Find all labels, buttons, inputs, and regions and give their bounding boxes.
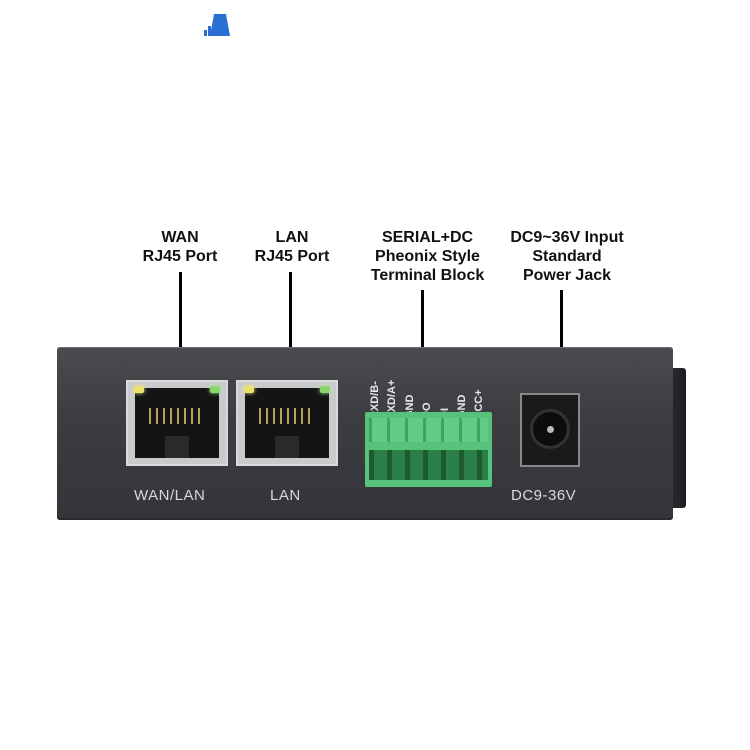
wan-port-pins bbox=[149, 408, 205, 424]
lan-panel-label: LAN bbox=[270, 487, 301, 504]
serial-callout-line2: Pheonix Style bbox=[375, 248, 480, 265]
lan-led-green-icon bbox=[320, 386, 330, 393]
lan-port-tab bbox=[275, 436, 299, 458]
dc-jack-ring bbox=[530, 409, 570, 449]
wan-port-socket bbox=[135, 388, 219, 458]
wan-led-green-icon bbox=[210, 386, 220, 393]
power-callout-line1: DC9~36V Input bbox=[510, 229, 624, 246]
dc-power-jack bbox=[520, 393, 580, 467]
serial-callout-line1: SERIAL+DC bbox=[381, 229, 474, 246]
wan-led-yellow-icon bbox=[134, 386, 144, 393]
lan-rj45-port bbox=[236, 380, 338, 466]
power-callout-line2: Standard bbox=[532, 248, 602, 265]
lan-leader-line bbox=[289, 272, 292, 382]
dc-jack-pin bbox=[547, 426, 554, 433]
dc-panel-label: DC9-36V bbox=[511, 487, 577, 504]
terminal-wire-slots bbox=[369, 450, 488, 480]
wan-callout-line1: WAN bbox=[161, 229, 199, 246]
terminal-screws bbox=[369, 418, 488, 442]
lan-callout: LAN RJ45 Port bbox=[240, 228, 344, 266]
lan-callout-line2: RJ45 Port bbox=[254, 248, 330, 265]
wan-leader-line bbox=[179, 272, 182, 382]
wan-callout-line2: RJ45 Port bbox=[142, 248, 218, 265]
wan-rj45-port bbox=[126, 380, 228, 466]
lan-callout-line1: LAN bbox=[275, 229, 309, 246]
wan-lan-panel-label: WAN/LAN bbox=[134, 487, 206, 504]
serial-callout-line3: Terminal Block bbox=[370, 267, 485, 284]
lan-port-pins bbox=[259, 408, 315, 424]
wan-callout: WAN RJ45 Port bbox=[128, 228, 232, 266]
power-callout-line3: Power Jack bbox=[522, 267, 612, 284]
wan-port-tab bbox=[165, 436, 189, 458]
serial-callout: SERIAL+DC Pheonix Style Terminal Block bbox=[355, 228, 500, 285]
lan-led-yellow-icon bbox=[244, 386, 254, 393]
brand-logo-icon bbox=[204, 14, 230, 36]
lan-port-socket bbox=[245, 388, 329, 458]
phoenix-terminal-block bbox=[365, 412, 492, 487]
power-callout: DC9~36V Input Standard Power Jack bbox=[497, 228, 637, 285]
